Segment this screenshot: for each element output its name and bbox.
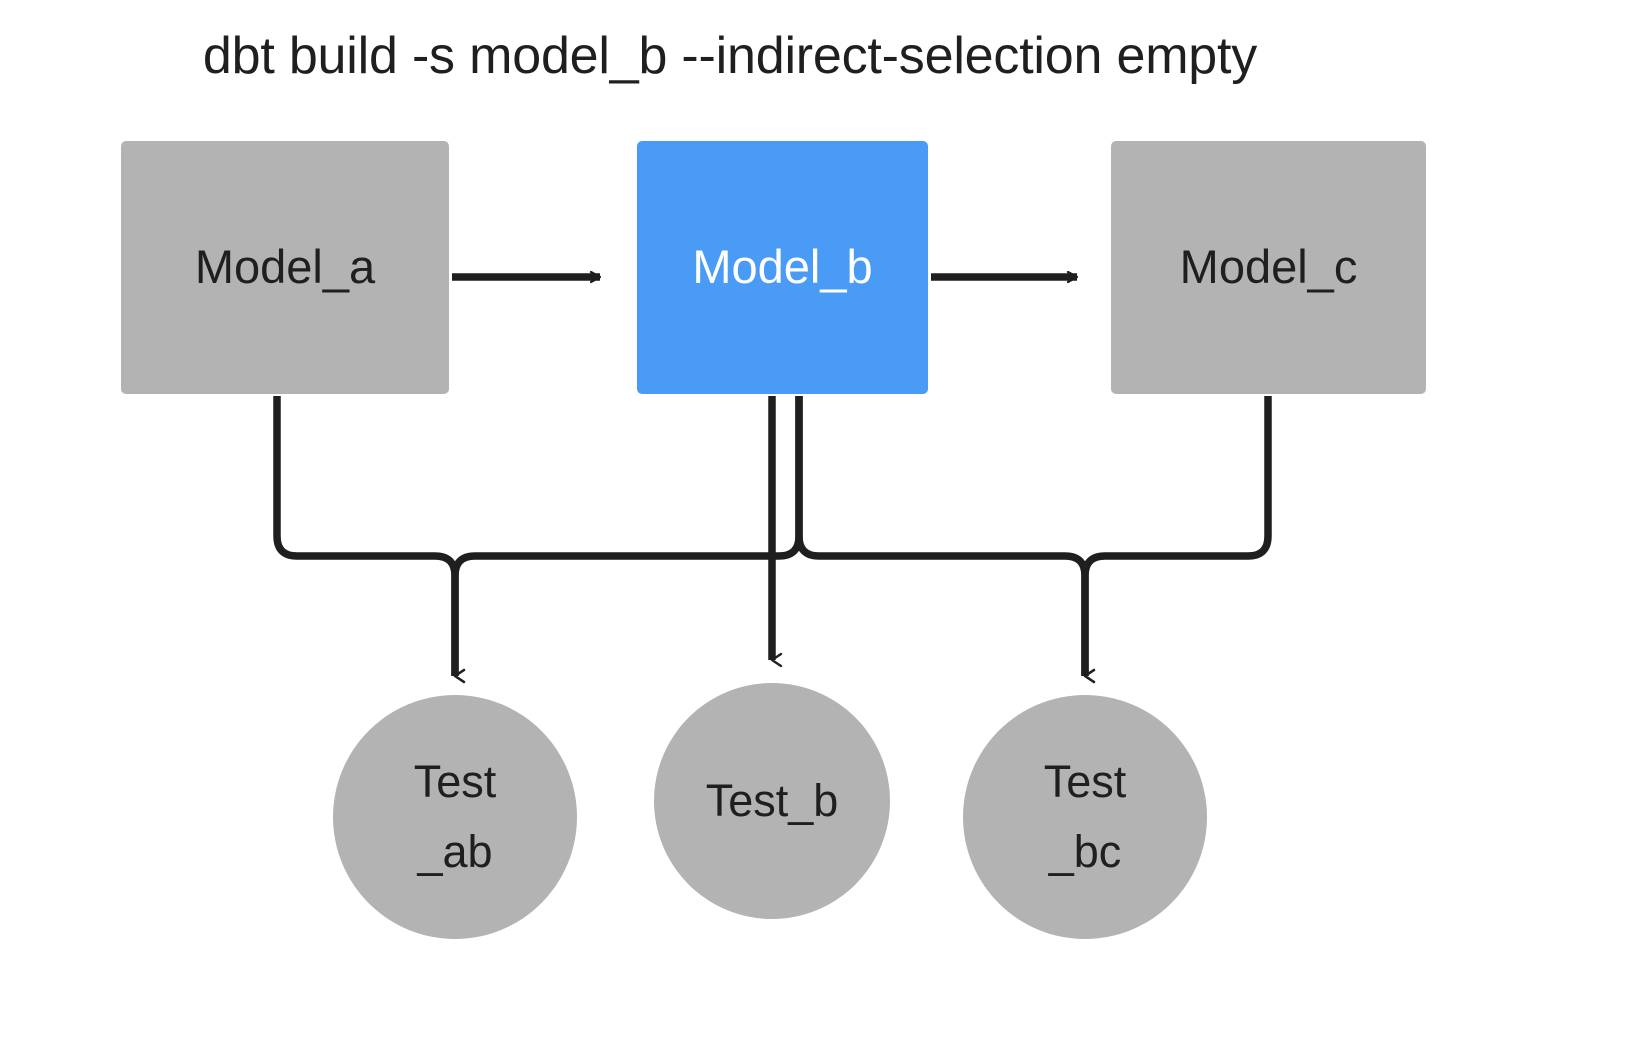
edge-model-b-to-test-bc (795, 396, 1096, 684)
node-shapes (121, 141, 1426, 939)
edge-model-a-to-test-ab (273, 396, 466, 684)
node-model-c-shape[interactable] (1111, 141, 1426, 394)
edge-model-b-to-test-ab (451, 396, 803, 684)
node-model-a-shape[interactable] (121, 141, 449, 394)
node-test-bc-shape[interactable] (963, 695, 1207, 939)
node-test-b-shape[interactable] (654, 683, 890, 919)
node-test-ab-shape[interactable] (333, 695, 577, 939)
diagram-title: dbt build -s model_b --indirect-selectio… (202, 27, 1258, 85)
node-model-b-shape[interactable] (637, 141, 928, 394)
edges (273, 277, 1272, 684)
edge-model-c-to-test-bc (1081, 396, 1272, 684)
